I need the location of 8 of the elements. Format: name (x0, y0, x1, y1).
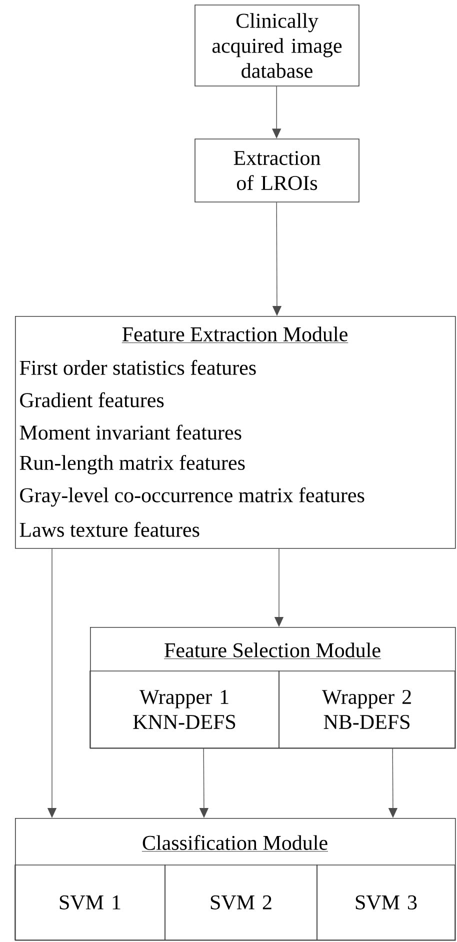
wrapper-cell: Wrapper 1 KNN-DEFS (90, 670, 280, 748)
classifier-cell: SVM 2 (164, 864, 318, 940)
classifier-cell: SVM 1 (14, 864, 166, 940)
process-box: Extraction of LROIs (194, 138, 360, 202)
wrapper-cell: Wrapper 2 NB-DEFS (278, 670, 456, 748)
classifier-cell: SVM 3 (316, 864, 456, 940)
process-box: Clinically acquired image database (194, 4, 360, 86)
module-box: Feature Extraction Module First order statistics features Gradient features Moment invariant features Run-length matrix features Gray-level co-occurrence matrix features Laws texture features (15, 316, 456, 549)
